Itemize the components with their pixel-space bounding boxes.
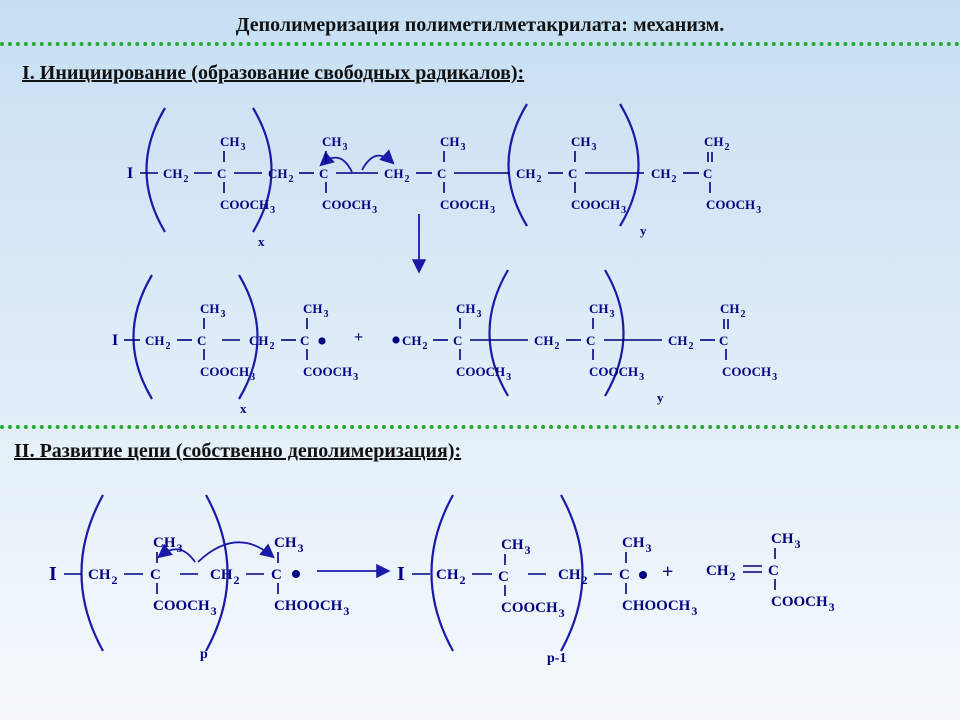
initiator-label: I <box>49 563 57 585</box>
methyl-label: CH3 <box>274 535 304 555</box>
methyl-label: CH3 <box>322 134 348 153</box>
methyl-label: CH3 <box>501 537 531 557</box>
carbon-label: C <box>703 166 712 181</box>
methyl-label: CH3 <box>456 301 482 320</box>
carbon-label: C <box>586 333 595 348</box>
repeat-count-y: y <box>640 223 647 238</box>
ester-label: COOCH3 <box>706 197 761 216</box>
methyl-label: CH3 <box>200 301 226 320</box>
carbon-label: C <box>719 333 728 348</box>
methylene-label: CH2 <box>651 166 677 185</box>
methylene-label: CH2 <box>88 567 118 587</box>
carbon-label: C <box>217 166 226 181</box>
ester-label: COOCH3 <box>501 600 565 620</box>
carbon-label: C <box>197 333 206 348</box>
methylene-label: CH2 <box>534 333 560 352</box>
methyl-label: CH3 <box>440 134 466 153</box>
ester-label: COOCH3 <box>153 598 217 618</box>
methylene-label: CH2 <box>402 333 428 352</box>
ester-label: COOCH3 <box>303 364 358 383</box>
ester-label: CHOOCH3 <box>274 598 349 618</box>
ester-label: COOCH3 <box>722 364 777 383</box>
ester-label: COOCH3 <box>456 364 511 383</box>
page-title: Деполимеризация полиметилметакрилата: ме… <box>235 14 725 36</box>
carbon-label: C <box>768 563 779 579</box>
methylene-label: CH2 <box>249 333 275 352</box>
methyl-label: CH3 <box>153 535 183 555</box>
top-divider <box>0 42 960 46</box>
methylene-label: CH2 <box>436 567 466 587</box>
carbon-label: C <box>319 166 328 181</box>
methylene-label: CH2 <box>516 166 542 185</box>
carbon-label: C <box>150 567 161 583</box>
methyl-label: CH3 <box>571 134 597 153</box>
initiator-label: I <box>127 165 133 182</box>
bond-lines <box>64 151 776 596</box>
methylene-label: CH2 <box>720 301 746 320</box>
static-strokes <box>80 103 647 652</box>
ester-label: COOCH3 <box>589 364 644 383</box>
methyl-label: CH3 <box>589 301 615 320</box>
plus-sign: + <box>662 561 673 583</box>
methyl-label: CH3 <box>220 134 246 153</box>
methyl-label: CH3 <box>622 535 652 555</box>
methylene-label: CH2 <box>210 567 240 587</box>
methylene-label: CH2 <box>268 166 294 185</box>
ester-label: CHOOCH3 <box>622 598 697 618</box>
methyl-label: CH3 <box>303 301 329 320</box>
ester-label: COOCH3 <box>571 197 626 216</box>
methylene-label: CH2 <box>558 567 588 587</box>
methyl-label: CH3 <box>771 531 801 551</box>
repeat-count-p-minus-1: p-1 <box>547 651 566 666</box>
section-initiation-heading: I. Инициирование (образование свободных … <box>22 62 525 84</box>
repeat-count-y: y <box>657 390 664 405</box>
initiator-label: I <box>112 332 118 349</box>
methylene-label: CH2 <box>384 166 410 185</box>
ester-label: COOCH3 <box>322 197 377 216</box>
methylene-label: CH2 <box>704 134 730 153</box>
plus-sign: + <box>354 329 363 346</box>
carbon-label: C <box>453 333 462 348</box>
ester-label: COOCH3 <box>771 594 835 614</box>
carbon-label: C <box>300 333 309 348</box>
methylene-label: CH2 <box>145 333 171 352</box>
carbon-label: C <box>437 166 446 181</box>
carbon-label: C <box>498 569 509 585</box>
initiator-label: I <box>397 563 405 585</box>
repeat-count-p: p <box>200 647 208 662</box>
ester-label: COOCH3 <box>440 197 495 216</box>
section-propagation-heading: II. Развитие цепи (собственно деполимери… <box>14 440 462 462</box>
methylene-label: CH2 <box>163 166 189 185</box>
carbon-label: C <box>271 567 282 583</box>
ester-label: COOCH3 <box>200 364 255 383</box>
methylene-label: CH2 <box>668 333 694 352</box>
methylene-label: CH2 <box>706 563 736 583</box>
middle-divider <box>0 425 960 429</box>
carbon-label: C <box>619 567 630 583</box>
repeat-count-x: x <box>240 401 247 416</box>
repeat-count-x: x <box>258 234 265 249</box>
ester-label: COOCH3 <box>220 197 275 216</box>
carbon-label: C <box>568 166 577 181</box>
